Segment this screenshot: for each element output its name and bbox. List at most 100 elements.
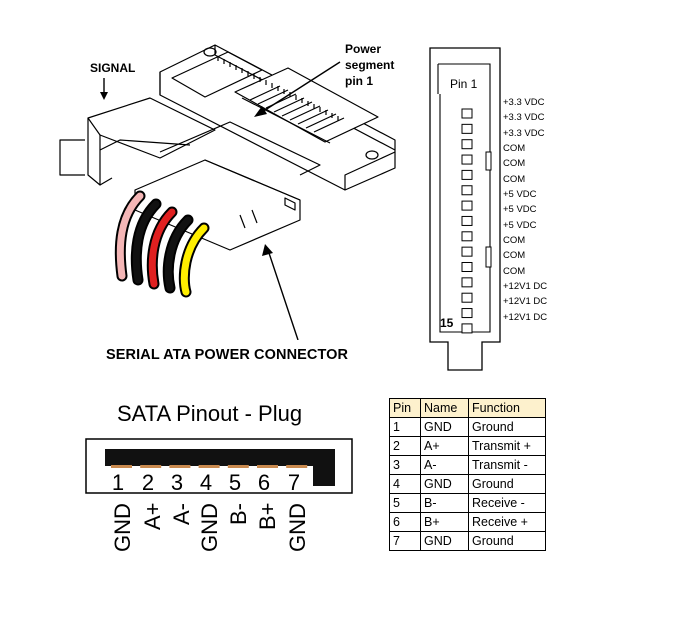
- power-pin: [461, 154, 473, 165]
- table-cell: GND: [420, 474, 469, 494]
- plug-contact: [198, 465, 220, 468]
- table-cell: Receive +: [468, 512, 546, 532]
- table-cell: B-: [420, 493, 469, 513]
- table-row: 3 A- Transmit -: [389, 455, 546, 475]
- power-pin-label: COM: [503, 265, 526, 277]
- power-pin-label: COM: [503, 250, 526, 262]
- table-cell: Receive -: [468, 493, 546, 513]
- power-pin-label: +3.3 VDC: [503, 127, 545, 139]
- sata-pin-table: Pin Name Function 1 GND Ground 2 A+ Tran…: [389, 398, 546, 551]
- plug-signal-name: GND: [285, 503, 310, 552]
- plug-contact: [286, 465, 308, 468]
- power-pin-label: +5 VDC: [503, 204, 537, 216]
- power-pin-label: +12V1 DC: [503, 281, 548, 293]
- power-pin-label: +3.3 VDC: [503, 97, 545, 108]
- table-cell: GND: [420, 531, 469, 551]
- sata-plug-drawing: [85, 438, 353, 494]
- table-row: 7 GND Ground: [389, 531, 546, 551]
- table-cell: 7: [389, 531, 421, 551]
- plug-signal-name: A+: [140, 502, 165, 530]
- table-cell: GND: [420, 417, 469, 437]
- power-pin: [461, 323, 473, 334]
- plug-pin-number: 4: [199, 470, 213, 495]
- plug-contact: [111, 465, 132, 468]
- power-pin: [461, 308, 473, 319]
- plug-signal-name: B+: [255, 502, 280, 530]
- table-cell: Transmit +: [468, 436, 546, 456]
- power-pin-label: +3.3 VDC: [503, 112, 545, 124]
- plug-contact: [140, 465, 162, 468]
- table-cell: 3: [389, 455, 421, 475]
- wire: [132, 200, 160, 284]
- table-cell: 2: [389, 436, 421, 456]
- table-row: 1 GND Ground: [389, 417, 546, 437]
- wire: [148, 208, 176, 288]
- plug-contact: [227, 465, 249, 468]
- wire: [116, 192, 144, 280]
- connector-caption: SERIAL ATA POWER CONNECTOR: [106, 347, 349, 363]
- wire: [164, 216, 192, 292]
- plug-signal-name: B-: [226, 503, 251, 525]
- plug-title: SATA Pinout - Plug: [117, 401, 303, 426]
- pin1-label: Pin 1: [450, 77, 478, 91]
- power-pin: [461, 277, 473, 288]
- table-row: 6 B+ Receive +: [389, 512, 546, 532]
- table-cell: A-: [420, 455, 469, 475]
- power-pin-label: +12V1 DC: [503, 296, 548, 308]
- power-pin: [461, 123, 473, 134]
- power-pin-label: COM: [503, 235, 526, 247]
- plug-pin-number: 2: [141, 470, 155, 495]
- power-label-line: pin 1: [345, 74, 374, 88]
- plug-contact: [169, 465, 191, 468]
- plug-signal-name: GND: [110, 503, 135, 552]
- power-label-line: segment: [345, 58, 395, 72]
- plug-pin-number: 6: [257, 470, 271, 495]
- column-header: Pin: [389, 398, 421, 418]
- column-header: Function: [468, 398, 546, 418]
- plug-signal-name: A-: [169, 503, 194, 525]
- power-label-line: Power: [345, 42, 382, 56]
- table-cell: Transmit -: [468, 455, 546, 475]
- column-header: Name: [420, 398, 469, 418]
- plug-pin-number: 1: [111, 470, 125, 495]
- power-pinout-outline: [429, 47, 501, 371]
- plug-signal-name: GND: [197, 503, 222, 552]
- table-cell: Ground: [468, 474, 546, 494]
- power-pin-label: COM: [503, 158, 526, 170]
- plug-pin-number: 3: [170, 470, 184, 495]
- table-cell: 4: [389, 474, 421, 494]
- table-cell: A+: [420, 436, 469, 456]
- signal-label: SIGNAL: [90, 61, 136, 75]
- power-pin: [461, 169, 473, 180]
- power-pin: [461, 200, 473, 211]
- plug-pin-number: 7: [287, 470, 301, 495]
- table-cell: Ground: [468, 531, 546, 551]
- wire: [180, 224, 208, 296]
- power-pin: [461, 292, 473, 303]
- power-pin: [461, 246, 473, 257]
- table-cell: 5: [389, 493, 421, 513]
- table-cell: Ground: [468, 417, 546, 437]
- power-pin: [461, 185, 473, 196]
- table-row: 4 GND Ground: [389, 474, 546, 494]
- power-pin-label: +5 VDC: [503, 219, 537, 231]
- table-cell: 1: [389, 417, 421, 437]
- table-cell: B+: [420, 512, 469, 532]
- table-row: 5 B- Receive -: [389, 493, 546, 513]
- power-pin: [461, 108, 473, 119]
- plug-contact: [257, 465, 278, 468]
- power-pin-label: +5 VDC: [503, 189, 537, 201]
- power-pin-label: COM: [503, 143, 526, 155]
- power-pin-label: +12V1 DC: [503, 311, 548, 323]
- table-cell: 6: [389, 512, 421, 532]
- power-pin: [461, 139, 473, 150]
- table-row: 2 A+ Transmit +: [389, 436, 546, 456]
- power-pin: [461, 262, 473, 272]
- sata-connector-illustration: [59, 44, 396, 340]
- plug-pin-number: 5: [228, 470, 242, 495]
- table-header-row: Pin Name Function: [389, 398, 546, 418]
- pin15-label: 15: [440, 316, 454, 330]
- power-segment-label: Power segment pin 1: [345, 41, 394, 89]
- power-pin: [461, 231, 473, 242]
- power-pin: [461, 215, 473, 226]
